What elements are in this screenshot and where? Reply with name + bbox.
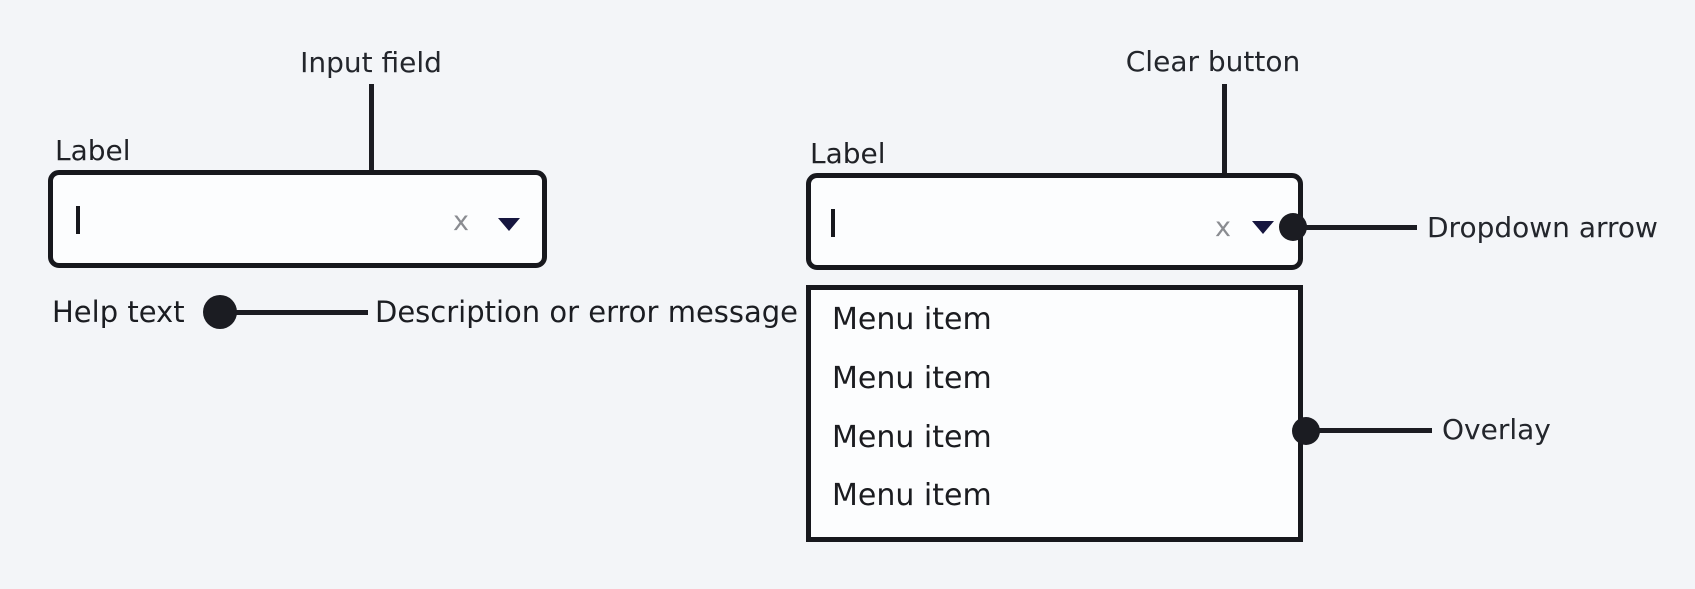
right-text-cursor [831,209,835,237]
left-help-text: Help text [52,295,185,329]
menu-item-4[interactable]: Menu item [832,478,992,513]
menu-overlay [806,285,1303,542]
dropdown-arrow-annotation-line [1305,225,1417,230]
input-field-annotation-line [369,84,374,199]
overlay-annotation-dot [1292,417,1320,445]
right-clear-button[interactable]: x [1215,212,1231,243]
left-clear-button[interactable]: x [453,206,469,237]
overlay-annotation-line [1318,428,1432,433]
menu-item-2[interactable]: Menu item [832,361,992,396]
left-combobox-label: Label [55,134,131,167]
left-combobox-input[interactable] [48,170,547,268]
overlay-annotation-label: Overlay [1442,413,1551,446]
dropdown-arrow-annotation-dot [1279,213,1307,241]
clear-button-annotation-label: Clear button [1125,45,1301,78]
right-combobox-label: Label [810,137,886,170]
left-dropdown-arrow-icon[interactable] [498,218,520,231]
clear-button-annotation-line [1222,84,1227,203]
menu-item-1[interactable]: Menu item [832,302,992,337]
right-dropdown-arrow-icon[interactable] [1252,221,1274,234]
input-field-annotation-label: Input field [300,46,442,79]
dropdown-arrow-annotation-label: Dropdown arrow [1427,211,1658,244]
right-combobox-input[interactable] [806,173,1303,270]
menu-item-3[interactable]: Menu item [832,420,992,455]
help-text-annotation-dot [203,295,237,329]
help-description-annotation-label: Description or error message [375,295,799,329]
left-text-cursor [76,206,80,234]
help-text-annotation-line [232,310,368,315]
